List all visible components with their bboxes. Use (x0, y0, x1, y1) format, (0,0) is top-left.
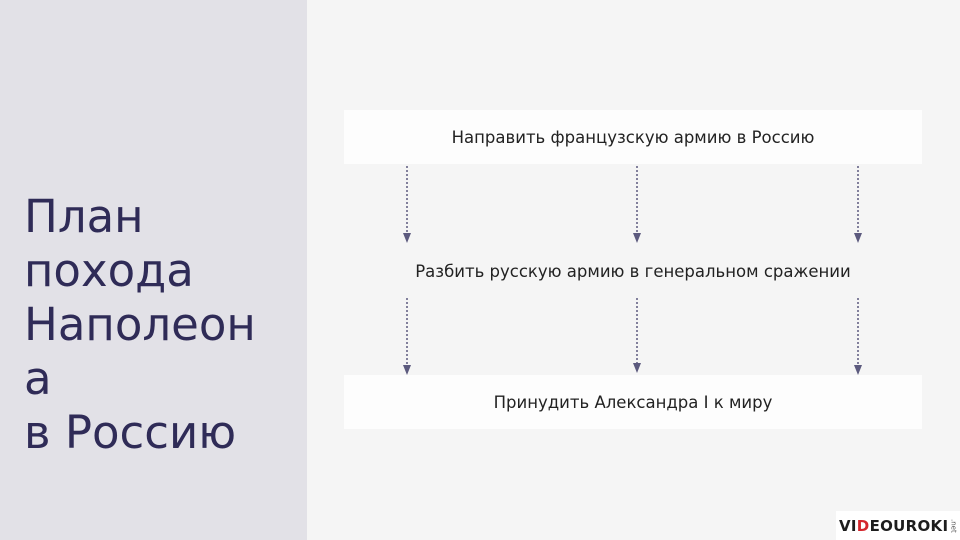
videouroki-logo: VIDEOUROKI .net (836, 511, 960, 540)
left-panel: План похода Наполеон а в Россию (0, 0, 307, 540)
step-box-3: Принудить Александра I к миру (344, 375, 922, 429)
title-line-5: в Россию (24, 406, 237, 459)
logo-prefix: VI (839, 516, 857, 535)
step-label-3: Принудить Александра I к миру (493, 392, 773, 412)
step-label-2: Разбить русскую армию в генеральном сраж… (415, 261, 851, 281)
logo-suffix: .net (949, 518, 958, 533)
step-box-2: Разбить русскую армию в генеральном сраж… (344, 244, 922, 298)
step-label-1: Направить французскую армию в Россию (451, 127, 815, 147)
logo-main: EOUROKI (869, 516, 949, 535)
title-line-4: а (24, 352, 52, 405)
title-line-2: похода (24, 244, 194, 297)
title-line-1: План (24, 190, 144, 243)
step-box-1: Направить французскую армию в Россию (344, 110, 922, 164)
title-line-3: Наполеон (24, 298, 256, 351)
slide-title: План похода Наполеон а в Россию (24, 190, 294, 460)
logo-accent: D (856, 516, 870, 535)
logo-text: VIDEOUROKI (839, 517, 948, 535)
